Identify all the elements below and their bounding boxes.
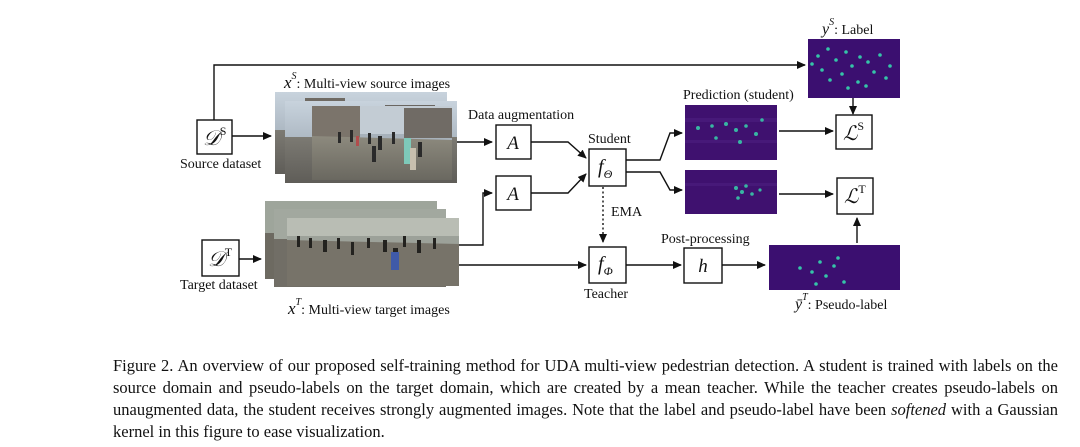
pseudo-label-symbol: ȳ bbox=[793, 296, 803, 313]
post-processing-label: Post-processing bbox=[661, 232, 750, 247]
augmentation-top-symbol: A bbox=[505, 133, 519, 154]
svg-text:fΘ: fΘ bbox=[598, 156, 613, 181]
target-dataset-sup: T bbox=[225, 245, 233, 259]
augmentation-bottom-node: A bbox=[495, 175, 532, 211]
target-prediction-heatmap bbox=[685, 170, 777, 214]
figure-caption: Figure 2. An overview of our proposed se… bbox=[113, 355, 1058, 443]
arrow-student-to-prediction bbox=[626, 129, 683, 161]
source-images-symbol: x bbox=[283, 73, 292, 92]
pseudo-label-sup: T bbox=[802, 292, 809, 303]
teacher-sub: Φ bbox=[604, 264, 613, 278]
source-image-front bbox=[312, 106, 452, 180]
svg-text:ℒT: ℒT bbox=[844, 182, 866, 208]
target-images-label: xT: Multi-view target images bbox=[287, 297, 450, 318]
post-processing-node: h bbox=[683, 247, 723, 284]
connectors bbox=[213, 61, 861, 269]
source-images-text: : Multi-view source images bbox=[297, 77, 451, 92]
gt-label-label: yS: Label bbox=[820, 17, 873, 38]
target-dataset-symbol: 𝒟 bbox=[208, 247, 229, 271]
target-images-symbol: x bbox=[287, 299, 296, 318]
augmentation-bottom-symbol: A bbox=[505, 184, 519, 205]
source-dataset-box bbox=[196, 119, 233, 155]
svg-text:𝒟T: 𝒟T bbox=[208, 245, 233, 271]
target-images-text: : Multi-view target images bbox=[301, 303, 450, 318]
arrow-source-to-label bbox=[213, 61, 806, 120]
source-dataset-node: 𝒟S bbox=[196, 119, 233, 155]
source-image-stack bbox=[275, 92, 457, 183]
student-sub: Θ bbox=[604, 167, 613, 181]
label-heatmap bbox=[808, 39, 900, 98]
source-images-label: xS: Multi-view source images bbox=[283, 71, 450, 92]
svg-text:𝒟S: 𝒟S bbox=[203, 124, 226, 150]
loss-target-node: ℒT bbox=[836, 177, 874, 215]
augmentation-top-node: A bbox=[495, 124, 532, 160]
data-augmentation-label: Data augmentation bbox=[468, 108, 574, 123]
caption-emphasis: softened bbox=[891, 399, 947, 419]
uda-overview-diagram: 𝒟S 𝒟T A A fΘ fΦ h ℒS ℒT Source dataset T… bbox=[180, 17, 900, 318]
prediction-heatmap bbox=[685, 105, 777, 160]
gt-label-symbol: y bbox=[820, 21, 830, 38]
source-images-sup: S bbox=[292, 71, 297, 82]
ema-label: EMA bbox=[611, 205, 643, 220]
target-dataset-label: Target dataset bbox=[180, 278, 258, 293]
pseudo-label-heatmap bbox=[769, 245, 900, 290]
target-image-stack bbox=[265, 201, 459, 287]
loss-target-sup: T bbox=[858, 182, 866, 196]
prediction-label: Prediction (student) bbox=[683, 88, 794, 103]
pseudo-label-text: : Pseudo-label bbox=[808, 298, 888, 313]
arrow-aug-bottom-to-student bbox=[531, 173, 587, 194]
svg-text:ℒS: ℒS bbox=[843, 119, 864, 145]
student-symbol: f bbox=[598, 156, 606, 178]
svg-text:fΦ: fΦ bbox=[598, 253, 613, 278]
target-dataset-node: 𝒟T bbox=[201, 239, 240, 277]
loss-target-symbol: ℒ bbox=[844, 186, 859, 208]
student-node: fΘ bbox=[588, 148, 627, 187]
teacher-symbol: f bbox=[598, 253, 606, 275]
post-processing-symbol: h bbox=[698, 256, 708, 277]
pseudo-label-label: ȳT: Pseudo-label bbox=[793, 292, 887, 313]
loss-source-symbol: ℒ bbox=[843, 123, 858, 145]
teacher-label: Teacher bbox=[584, 287, 628, 302]
gt-label-sup: S bbox=[829, 17, 834, 28]
caption-part-2: with a Gaussian kernel in this figure to… bbox=[113, 399, 1059, 441]
teacher-node: fΦ bbox=[588, 246, 627, 284]
gt-label-text: : Label bbox=[834, 23, 873, 38]
student-label: Student bbox=[588, 132, 631, 147]
target-dataset-box bbox=[201, 239, 240, 277]
loss-source-sup: S bbox=[857, 119, 864, 133]
arrow-student-to-target-prediction bbox=[626, 171, 683, 194]
source-dataset-symbol: 𝒟 bbox=[203, 126, 224, 150]
source-dataset-label: Source dataset bbox=[180, 157, 261, 172]
arrow-target-images-to-aug bbox=[459, 189, 493, 246]
target-image-front bbox=[287, 218, 459, 286]
caption-part-1: Figure 2. An overview of our proposed se… bbox=[113, 355, 1058, 419]
source-dataset-sup: S bbox=[220, 124, 227, 138]
target-images-sup: T bbox=[296, 297, 303, 308]
arrow-aug-top-to-student bbox=[531, 141, 587, 159]
loss-source-node: ℒS bbox=[835, 114, 873, 150]
